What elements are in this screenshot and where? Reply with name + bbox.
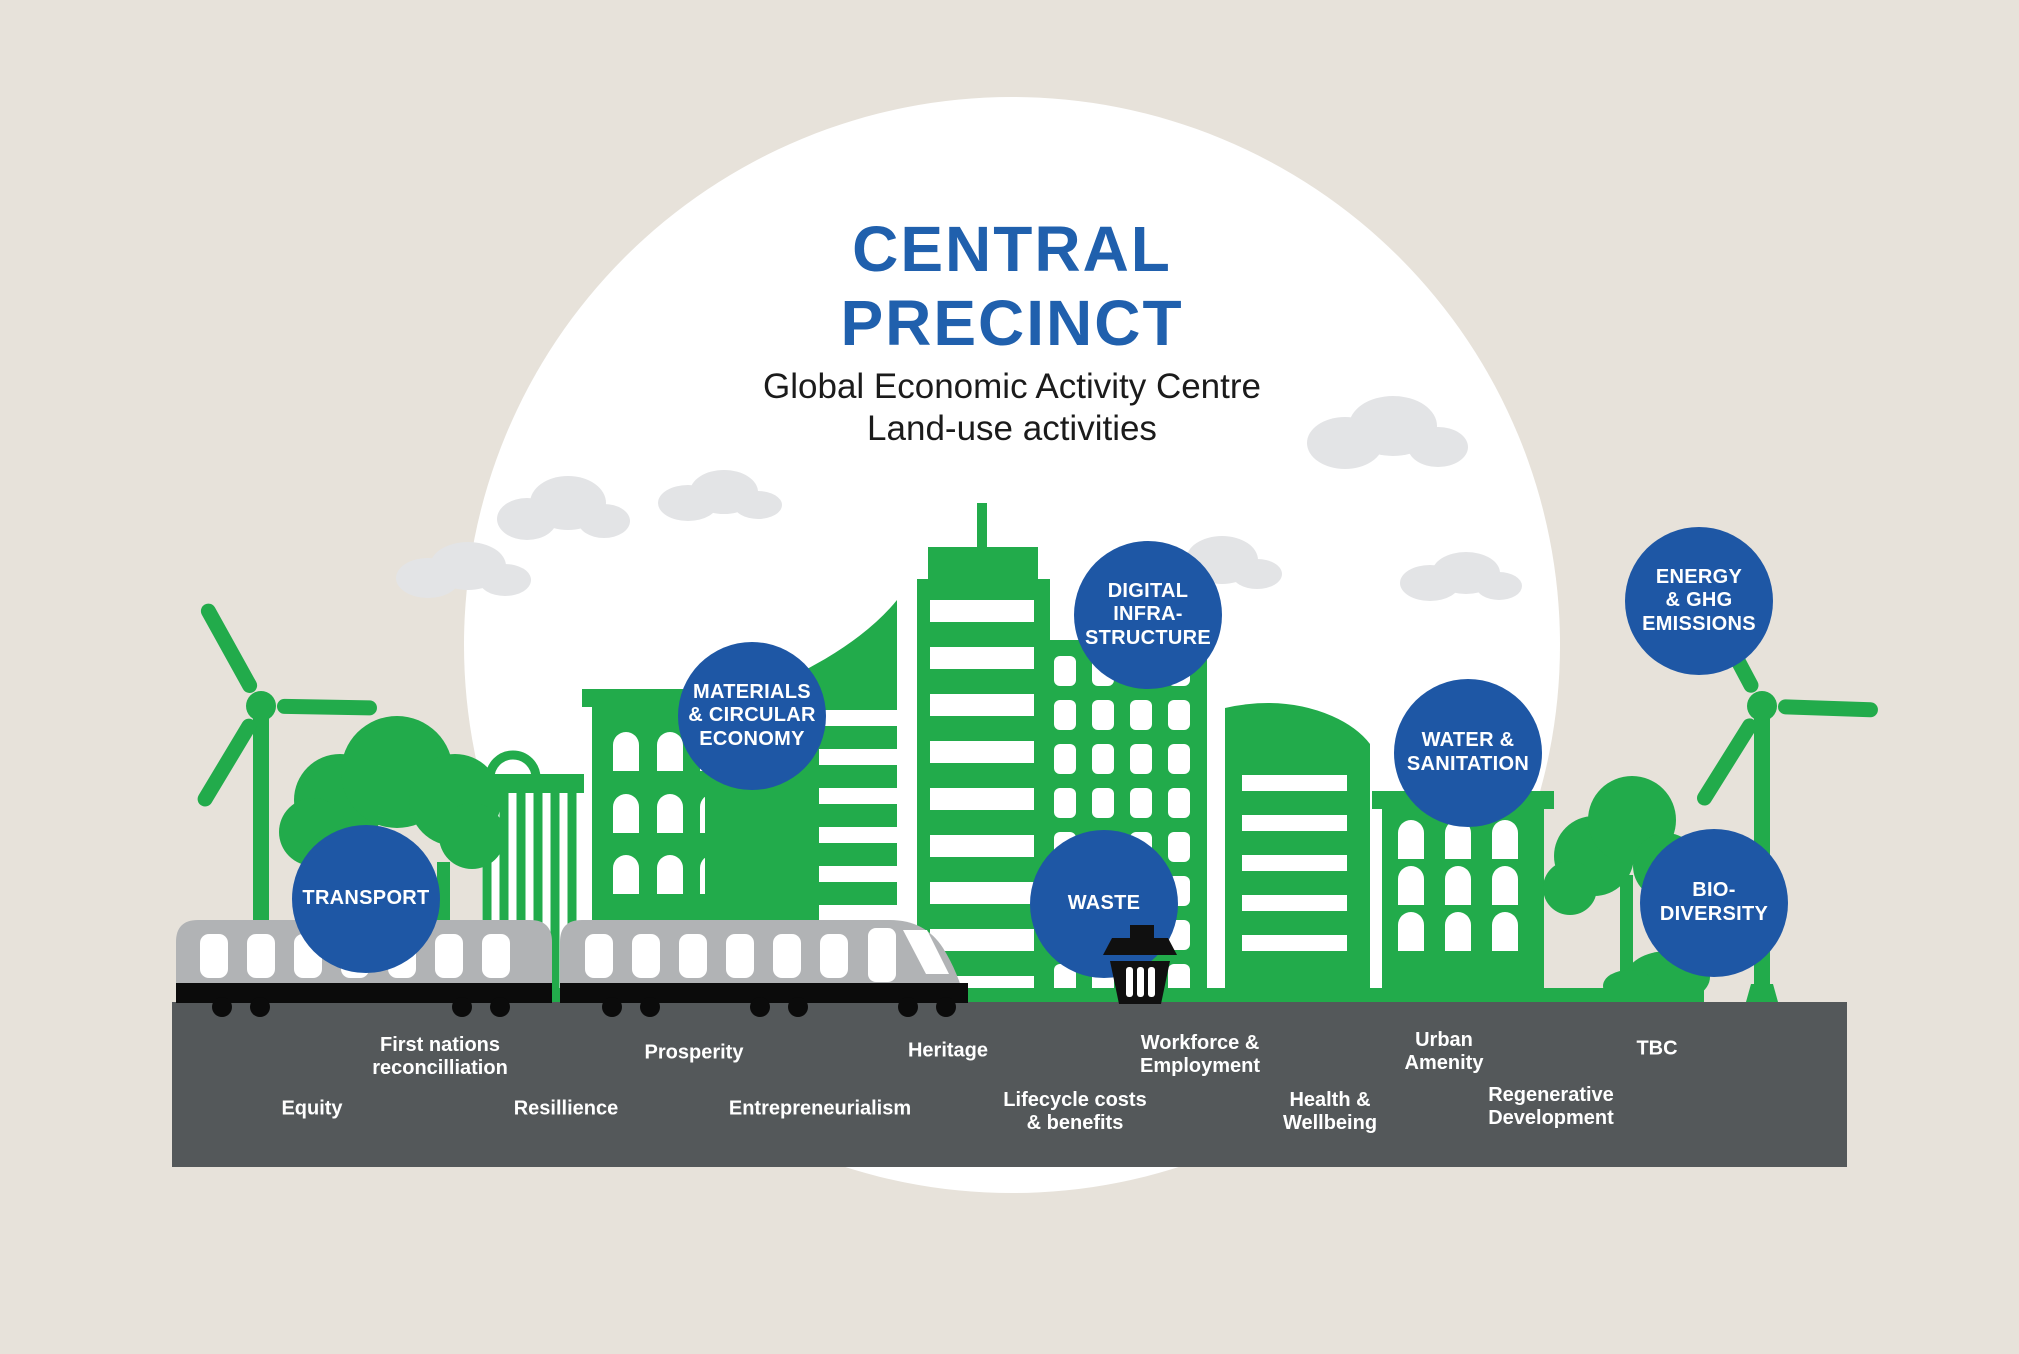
ground-label-urban-amenity: Urban Amenity [1404, 1029, 1484, 1074]
ground-label-prosperity: Prosperity [644, 1041, 744, 1064]
tree-icon [279, 716, 505, 1000]
bubble-transport: TRANSPORT [292, 825, 440, 973]
bubble-biodiversity: BIO- DIVERSITY [1640, 829, 1788, 977]
page-subtitle: Global Economic Activity Centre Land-use… [763, 367, 1261, 448]
bubble-materials-circular-economy: MATERIALS & CIRCULAR ECONOMY [678, 642, 826, 790]
building-icon [705, 600, 897, 1000]
bubble-energy-ghg-emissions: ENERGY & GHG EMISSIONS [1625, 527, 1773, 675]
bubble-label: BIO- DIVERSITY [1659, 879, 1769, 925]
ground-label-regenerative-development: Regenerative Development [1488, 1084, 1614, 1129]
bubble-label: ENERGY & GHG EMISSIONS [1642, 565, 1756, 635]
page-title: CENTRAL PRECINCT [840, 213, 1184, 360]
building-icon [917, 503, 1050, 1000]
bubble-label: DIGITAL INFRA- STRUCTURE [1084, 579, 1212, 649]
ground-label-lifecycle-costs-benefits: Lifecycle costs & benefits [1003, 1089, 1147, 1134]
ground-label-workforce-employment: Workforce & Employment [1139, 1032, 1261, 1077]
ground-label-first-nations-reconcilliation: First nations reconcilliation [372, 1034, 508, 1079]
ground-label-equity: Equity [281, 1097, 343, 1120]
ground-label-entrepreneurialism: Entrepreneurialism [728, 1097, 912, 1120]
bubble-waste: WASTE [1030, 830, 1178, 978]
bubble-water-sanitation: WATER & SANITATION [1394, 679, 1542, 827]
bubble-label: WATER & SANITATION [1406, 729, 1530, 775]
ground-label-tbc: TBC [1636, 1037, 1678, 1060]
ground-label-health-wellbeing: Health & Wellbeing [1282, 1089, 1378, 1134]
bubble-digital-infrastructure: DIGITAL INFRA- STRUCTURE [1074, 541, 1222, 689]
bubble-label: MATERIALS & CIRCULAR ECONOMY [688, 680, 816, 750]
train-icon [176, 920, 968, 1017]
ground-label-resillience: Resillience [513, 1097, 619, 1120]
bubble-label: TRANSPORT [302, 887, 430, 910]
ground-bar [172, 1002, 1847, 1167]
bubble-label: WASTE [1067, 892, 1141, 915]
ground-label-heritage: Heritage [907, 1039, 989, 1062]
building-icon [1225, 703, 1370, 1000]
